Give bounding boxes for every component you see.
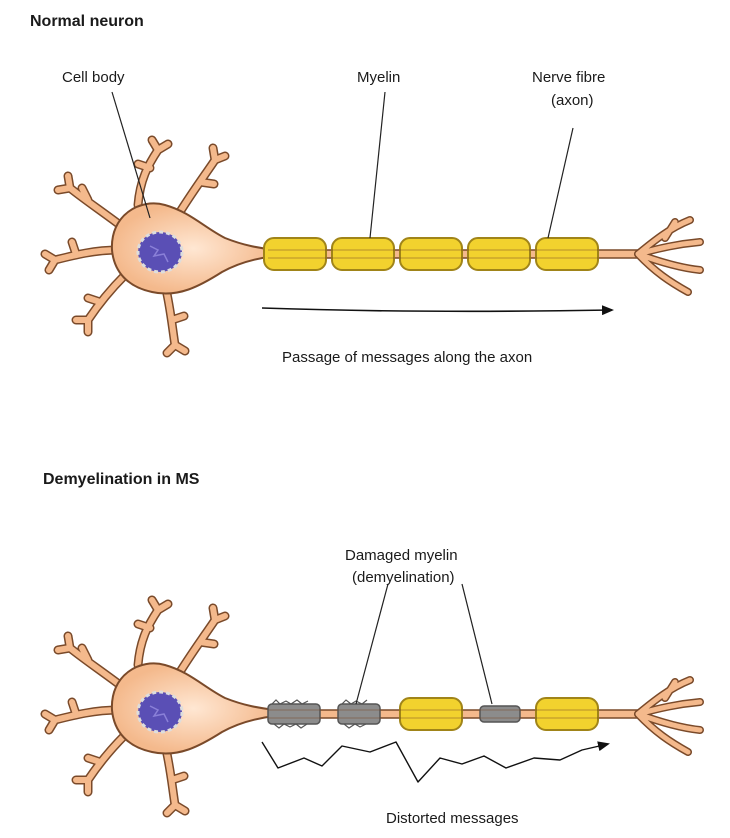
arrow-right-icon: [261, 305, 614, 316]
nerve-fibre-label: Nerve fibre: [532, 69, 605, 86]
damaged-myelin-segment: [337, 703, 381, 725]
ms-caption: Distorted messages: [386, 810, 519, 827]
ms-title: Demyelination in MS: [43, 471, 200, 488]
ms-neuron-panel: Demyelination in MS: [40, 471, 704, 827]
nucleus: [136, 230, 184, 274]
myelin-segment: [535, 697, 599, 731]
myelin-label: Myelin: [357, 69, 400, 86]
dendrites: [40, 135, 230, 358]
cell-body-label: Cell body: [62, 69, 125, 86]
myelin-segment: [331, 237, 395, 271]
myelin-segment: [535, 237, 599, 271]
damaged-myelin-label: Damaged myelin: [345, 547, 458, 564]
myelin-sheaths: [263, 237, 600, 271]
zigzag-arrow-icon: [261, 741, 610, 783]
ms-neuron: [40, 595, 704, 818]
normal-neuron-panel: Normal neuron: [30, 13, 704, 366]
damaged-myelin-segment: [479, 705, 521, 723]
axon-label: (axon): [551, 92, 594, 109]
damaged-myelin-segment: [267, 703, 321, 725]
leader-lines: [355, 583, 493, 705]
nucleus: [136, 690, 184, 734]
myelin-segment: [263, 237, 327, 271]
normal-neuron-title: Normal neuron: [30, 13, 144, 30]
myelin-sheaths: [267, 697, 600, 731]
axon-terminals: [634, 216, 704, 296]
cell-body: [110, 202, 276, 295]
dendrites: [40, 595, 230, 818]
leader-lines: [111, 91, 574, 239]
myelin-segment: [467, 237, 531, 271]
axon-terminals: [634, 676, 704, 756]
myelin-segment: [399, 237, 463, 271]
cell-body: [110, 662, 276, 755]
demyelination-label: (demyelination): [352, 569, 455, 586]
normal-caption: Passage of messages along the axon: [282, 349, 532, 366]
normal-neuron: [40, 135, 704, 358]
myelin-segment: [399, 697, 463, 731]
